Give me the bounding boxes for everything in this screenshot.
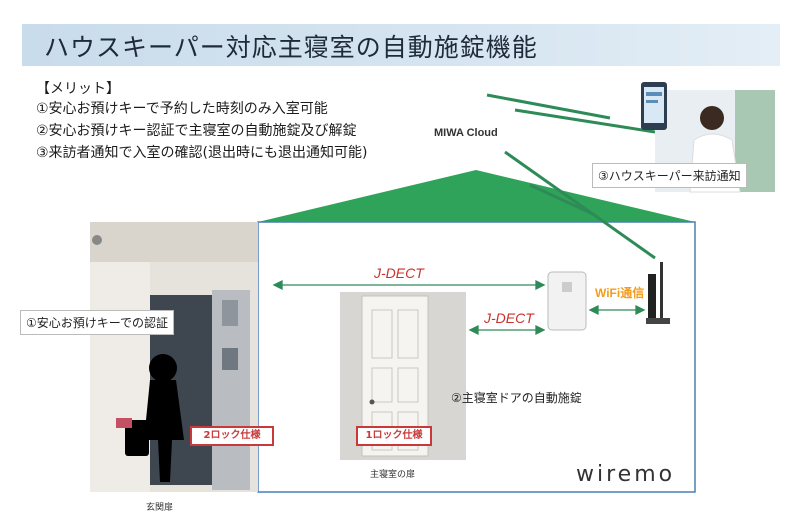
- entrance-lock-tag: 2ロック仕様: [190, 426, 274, 446]
- visitor-silhouette: [116, 354, 184, 482]
- merit-item-1: ①安心お預けキーで予約した時刻のみ入室可能: [36, 101, 328, 117]
- merit-item-3: ③来訪者通知で入室の確認(退出時にも退出通知可能): [36, 145, 368, 161]
- jdect-long-arrow: [272, 279, 546, 291]
- gateway-device: [547, 271, 587, 331]
- smartphone-icon: [641, 82, 667, 130]
- jdect-short-label: J-DECT: [484, 310, 534, 326]
- merit-item-2: ②安心お預けキー認証で主寝室の自動施錠及び解錠: [36, 123, 357, 139]
- entrance-photo: [90, 222, 258, 492]
- bedroom-lock-tag: 1ロック仕様: [356, 426, 432, 446]
- house-outline: [257, 221, 696, 493]
- bedroom-auto-lock-label: ②主寝室ドアの自動施錠: [451, 391, 582, 405]
- miwa-cloud-label: MIWA Cloud: [434, 127, 498, 139]
- jdect-long-label: J-DECT: [374, 265, 424, 281]
- page-title: ハウスキーパー対応主寝室の自動施錠機能: [44, 33, 538, 62]
- wifi-label: WiFi通信: [595, 286, 645, 300]
- wifi-router: [646, 262, 670, 324]
- entrance-auth-label: ①安心お預けキーでの認証: [20, 310, 175, 335]
- wiremo-logo: wiremo: [576, 462, 676, 487]
- title-bar: [22, 24, 780, 66]
- bedroom-caption: 主寝室の扉: [370, 470, 416, 480]
- cloud-lines: [486, 93, 656, 260]
- entrance-caption: 玄関扉: [146, 503, 174, 513]
- wifi-arrow: [588, 304, 646, 316]
- jdect-short-arrow: [468, 324, 546, 336]
- merit-heading: 【メリット】: [36, 81, 120, 97]
- housekeeper-notify-label: ③ハウスキーパー来訪通知: [592, 163, 747, 188]
